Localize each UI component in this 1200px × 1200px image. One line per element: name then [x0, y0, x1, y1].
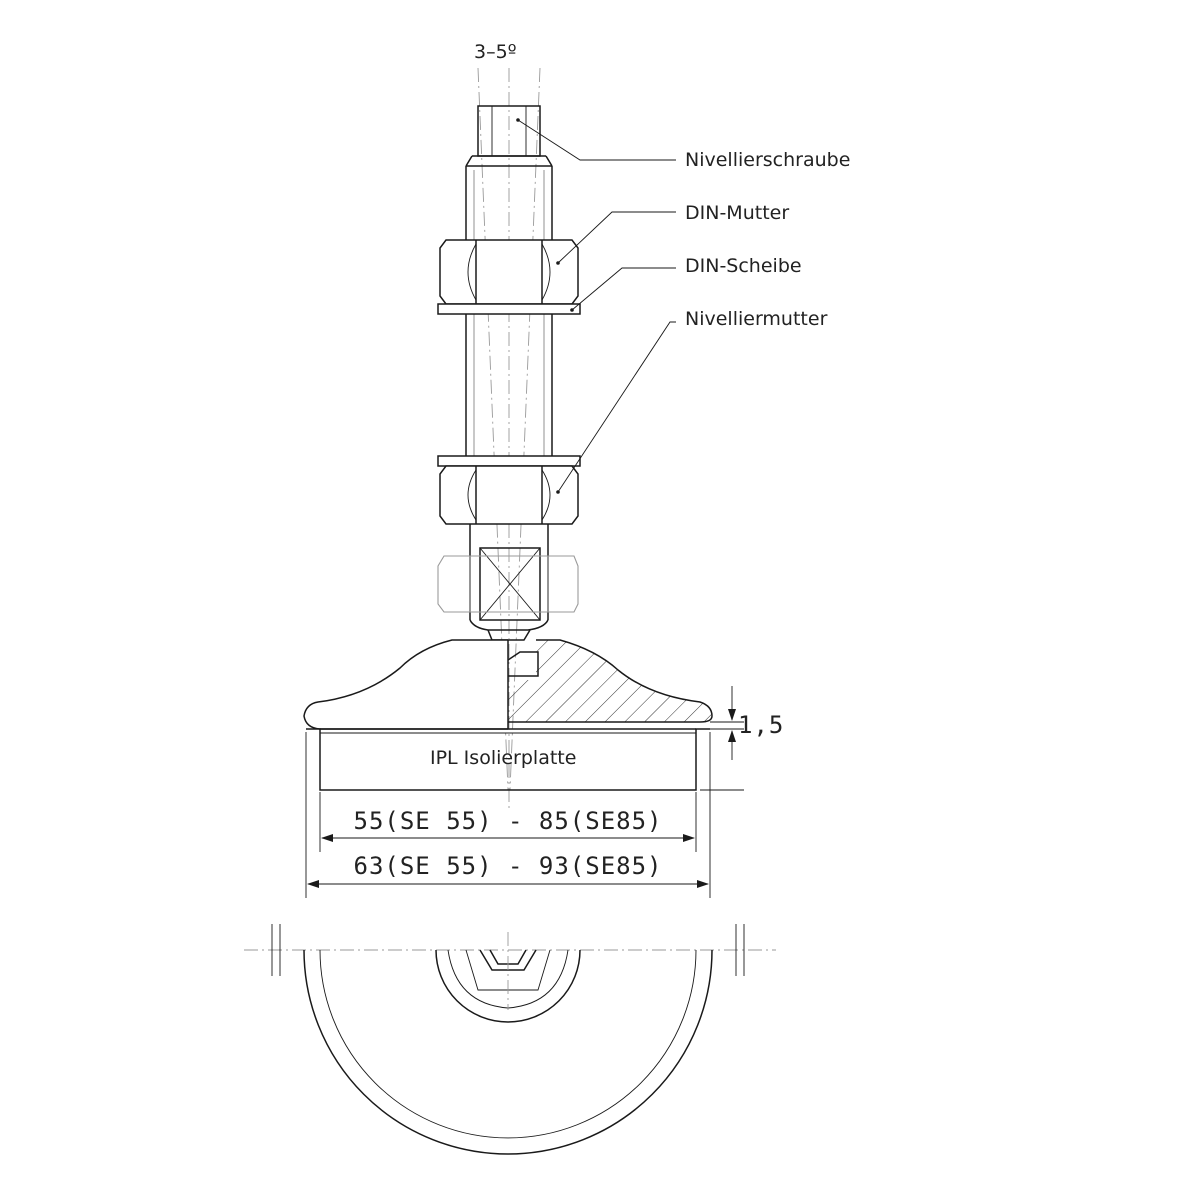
- base-section-hatched: [507, 639, 713, 729]
- leveling-nut: [437, 455, 581, 525]
- outer-diameter-dimension: 63(SE 55) - 93(SE85): [305, 732, 711, 898]
- thickness-value: 1,5: [738, 711, 784, 739]
- insulating-plate-label: IPL Isolierplatte: [430, 747, 576, 769]
- inner-diameter-value: 55(SE 55) - 85(SE85): [354, 807, 663, 835]
- insulating-plate: IPL Isolierplatte: [306, 728, 710, 791]
- label-din-nut: DIN-Mutter: [685, 202, 789, 224]
- leveling-screw-head: [465, 105, 553, 167]
- din-nut: [439, 239, 579, 305]
- thickness-dimension: 1,5: [700, 686, 784, 791]
- label-leveling-nut: Nivelliermutter: [685, 308, 828, 330]
- tilt-angle-label: 3–5º: [474, 41, 517, 63]
- label-leveling-screw: Nivellierschraube: [685, 149, 850, 171]
- callout-labels: Nivellierschraube DIN-Mutter DIN-Scheibe…: [685, 149, 850, 330]
- base-dome: [303, 639, 508, 730]
- outer-diameter-value: 63(SE 55) - 93(SE85): [354, 852, 663, 880]
- wrench-flat: [437, 524, 579, 641]
- inner-diameter-dimension: 55(SE 55) - 85(SE85): [319, 792, 697, 852]
- din-washer: [437, 303, 581, 315]
- plan-view: [244, 924, 776, 1155]
- label-din-washer: DIN-Scheibe: [685, 255, 802, 277]
- callout-leaders: [516, 118, 676, 493]
